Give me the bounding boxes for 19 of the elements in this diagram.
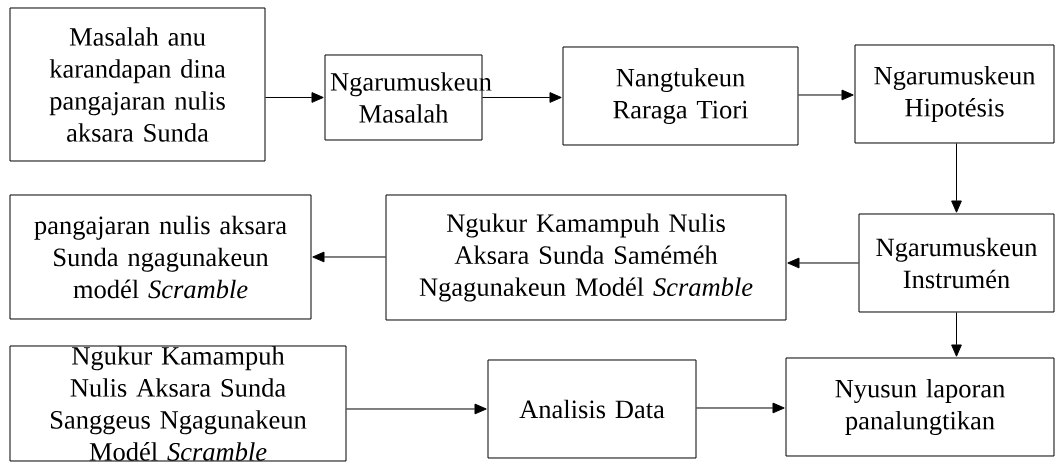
arrow xyxy=(482,92,562,103)
process-box: Ngukur Kamampuh Nulis Aksara Sunda Sanggeus Ngagunakeun Modél Scramble xyxy=(9,345,347,462)
process-box: Ngukur Kamampuh Nulis Aksara Sunda Saméméh Ngagunakeun Modél Scramble xyxy=(385,194,787,321)
process-box: Masalah anu karandapan dina pangajaran nulis aksara Sunda xyxy=(9,7,266,162)
process-box: pangajaran nulis aksara Sunda ngagunakeun modél Scramble xyxy=(9,194,312,320)
process-box: Ngarumuskeun Hipotésis xyxy=(854,44,1055,144)
process-box: Ngarumuskeun Instrumén xyxy=(858,213,1055,313)
arrow xyxy=(265,92,324,103)
process-box: Nyusun laporan panalungtikan xyxy=(785,357,1055,457)
arrow xyxy=(312,251,386,263)
process-box: Nangtukeun Raraga Tiori xyxy=(562,46,799,146)
arrow xyxy=(346,403,487,415)
arrow xyxy=(951,312,962,357)
arrow xyxy=(696,402,785,414)
process-box: Ngarumuskeun Masalah xyxy=(324,54,492,141)
arrow xyxy=(787,257,859,269)
process-box: Analisis Data xyxy=(487,359,697,459)
arrow xyxy=(951,143,962,213)
arrow xyxy=(798,89,854,101)
